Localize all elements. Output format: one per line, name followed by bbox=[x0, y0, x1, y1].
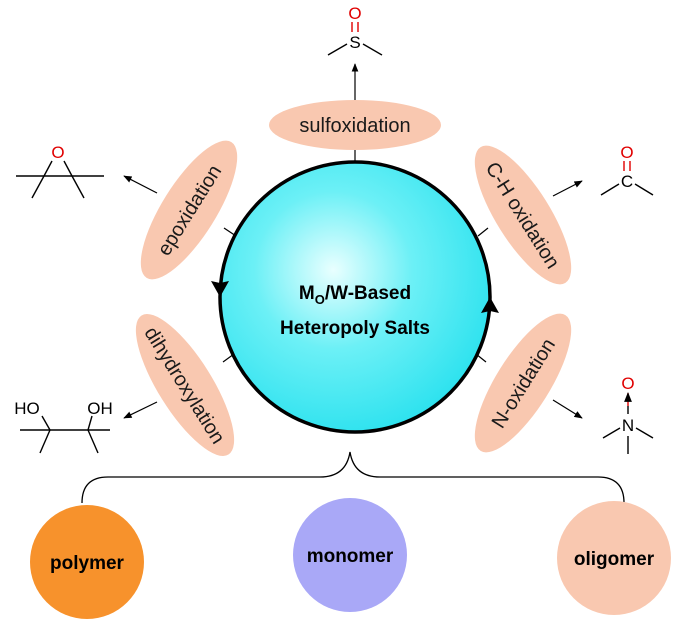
form-polymer: polymer bbox=[30, 505, 144, 619]
polymer-circle bbox=[30, 505, 144, 619]
svg-text:N: N bbox=[622, 416, 634, 435]
reaction-sulfoxidation: sulfoxidation bbox=[269, 100, 441, 150]
form-oligomer: oligomer bbox=[557, 501, 671, 615]
form-monomer: monomer bbox=[293, 498, 407, 612]
reaction-c-h-oxidation: C-H oxidation bbox=[474, 145, 572, 285]
sulfoxide-structure: O S bbox=[327, 4, 383, 56]
monomer-circle bbox=[293, 498, 407, 612]
svg-text:O: O bbox=[348, 4, 361, 23]
svg-text:O: O bbox=[620, 143, 633, 162]
oligomer-circle bbox=[557, 501, 671, 615]
svg-text:O: O bbox=[51, 143, 64, 162]
svg-text:polymer: polymer bbox=[50, 553, 125, 574]
svg-text:monomer: monomer bbox=[307, 546, 394, 567]
svg-text:oligomer: oligomer bbox=[574, 549, 655, 570]
n-oxide-structure: O N bbox=[602, 374, 654, 454]
catalyst-sphere: MO/W-Based Heteropoly Salts bbox=[211, 160, 499, 434]
cycle-arrow-left bbox=[211, 281, 229, 297]
diol-structure: HO OH bbox=[14, 399, 113, 454]
cycle-arrow-right bbox=[481, 297, 499, 313]
svg-text:O: O bbox=[621, 374, 634, 393]
svg-text:OH: OH bbox=[87, 399, 113, 418]
svg-text:C: C bbox=[621, 172, 633, 191]
forms-bracket bbox=[81, 451, 625, 504]
ketone-structure: O C bbox=[600, 143, 654, 196]
svg-text:HO: HO bbox=[14, 399, 40, 418]
center-title-line2: Heteropoly Salts bbox=[280, 318, 430, 339]
product-arrows bbox=[123, 63, 583, 419]
svg-text:sulfoxidation: sulfoxidation bbox=[299, 115, 410, 137]
center-title-line1: MO/W-Based bbox=[299, 283, 411, 307]
epoxide-structure: O bbox=[16, 143, 104, 199]
svg-text:S: S bbox=[349, 33, 360, 52]
